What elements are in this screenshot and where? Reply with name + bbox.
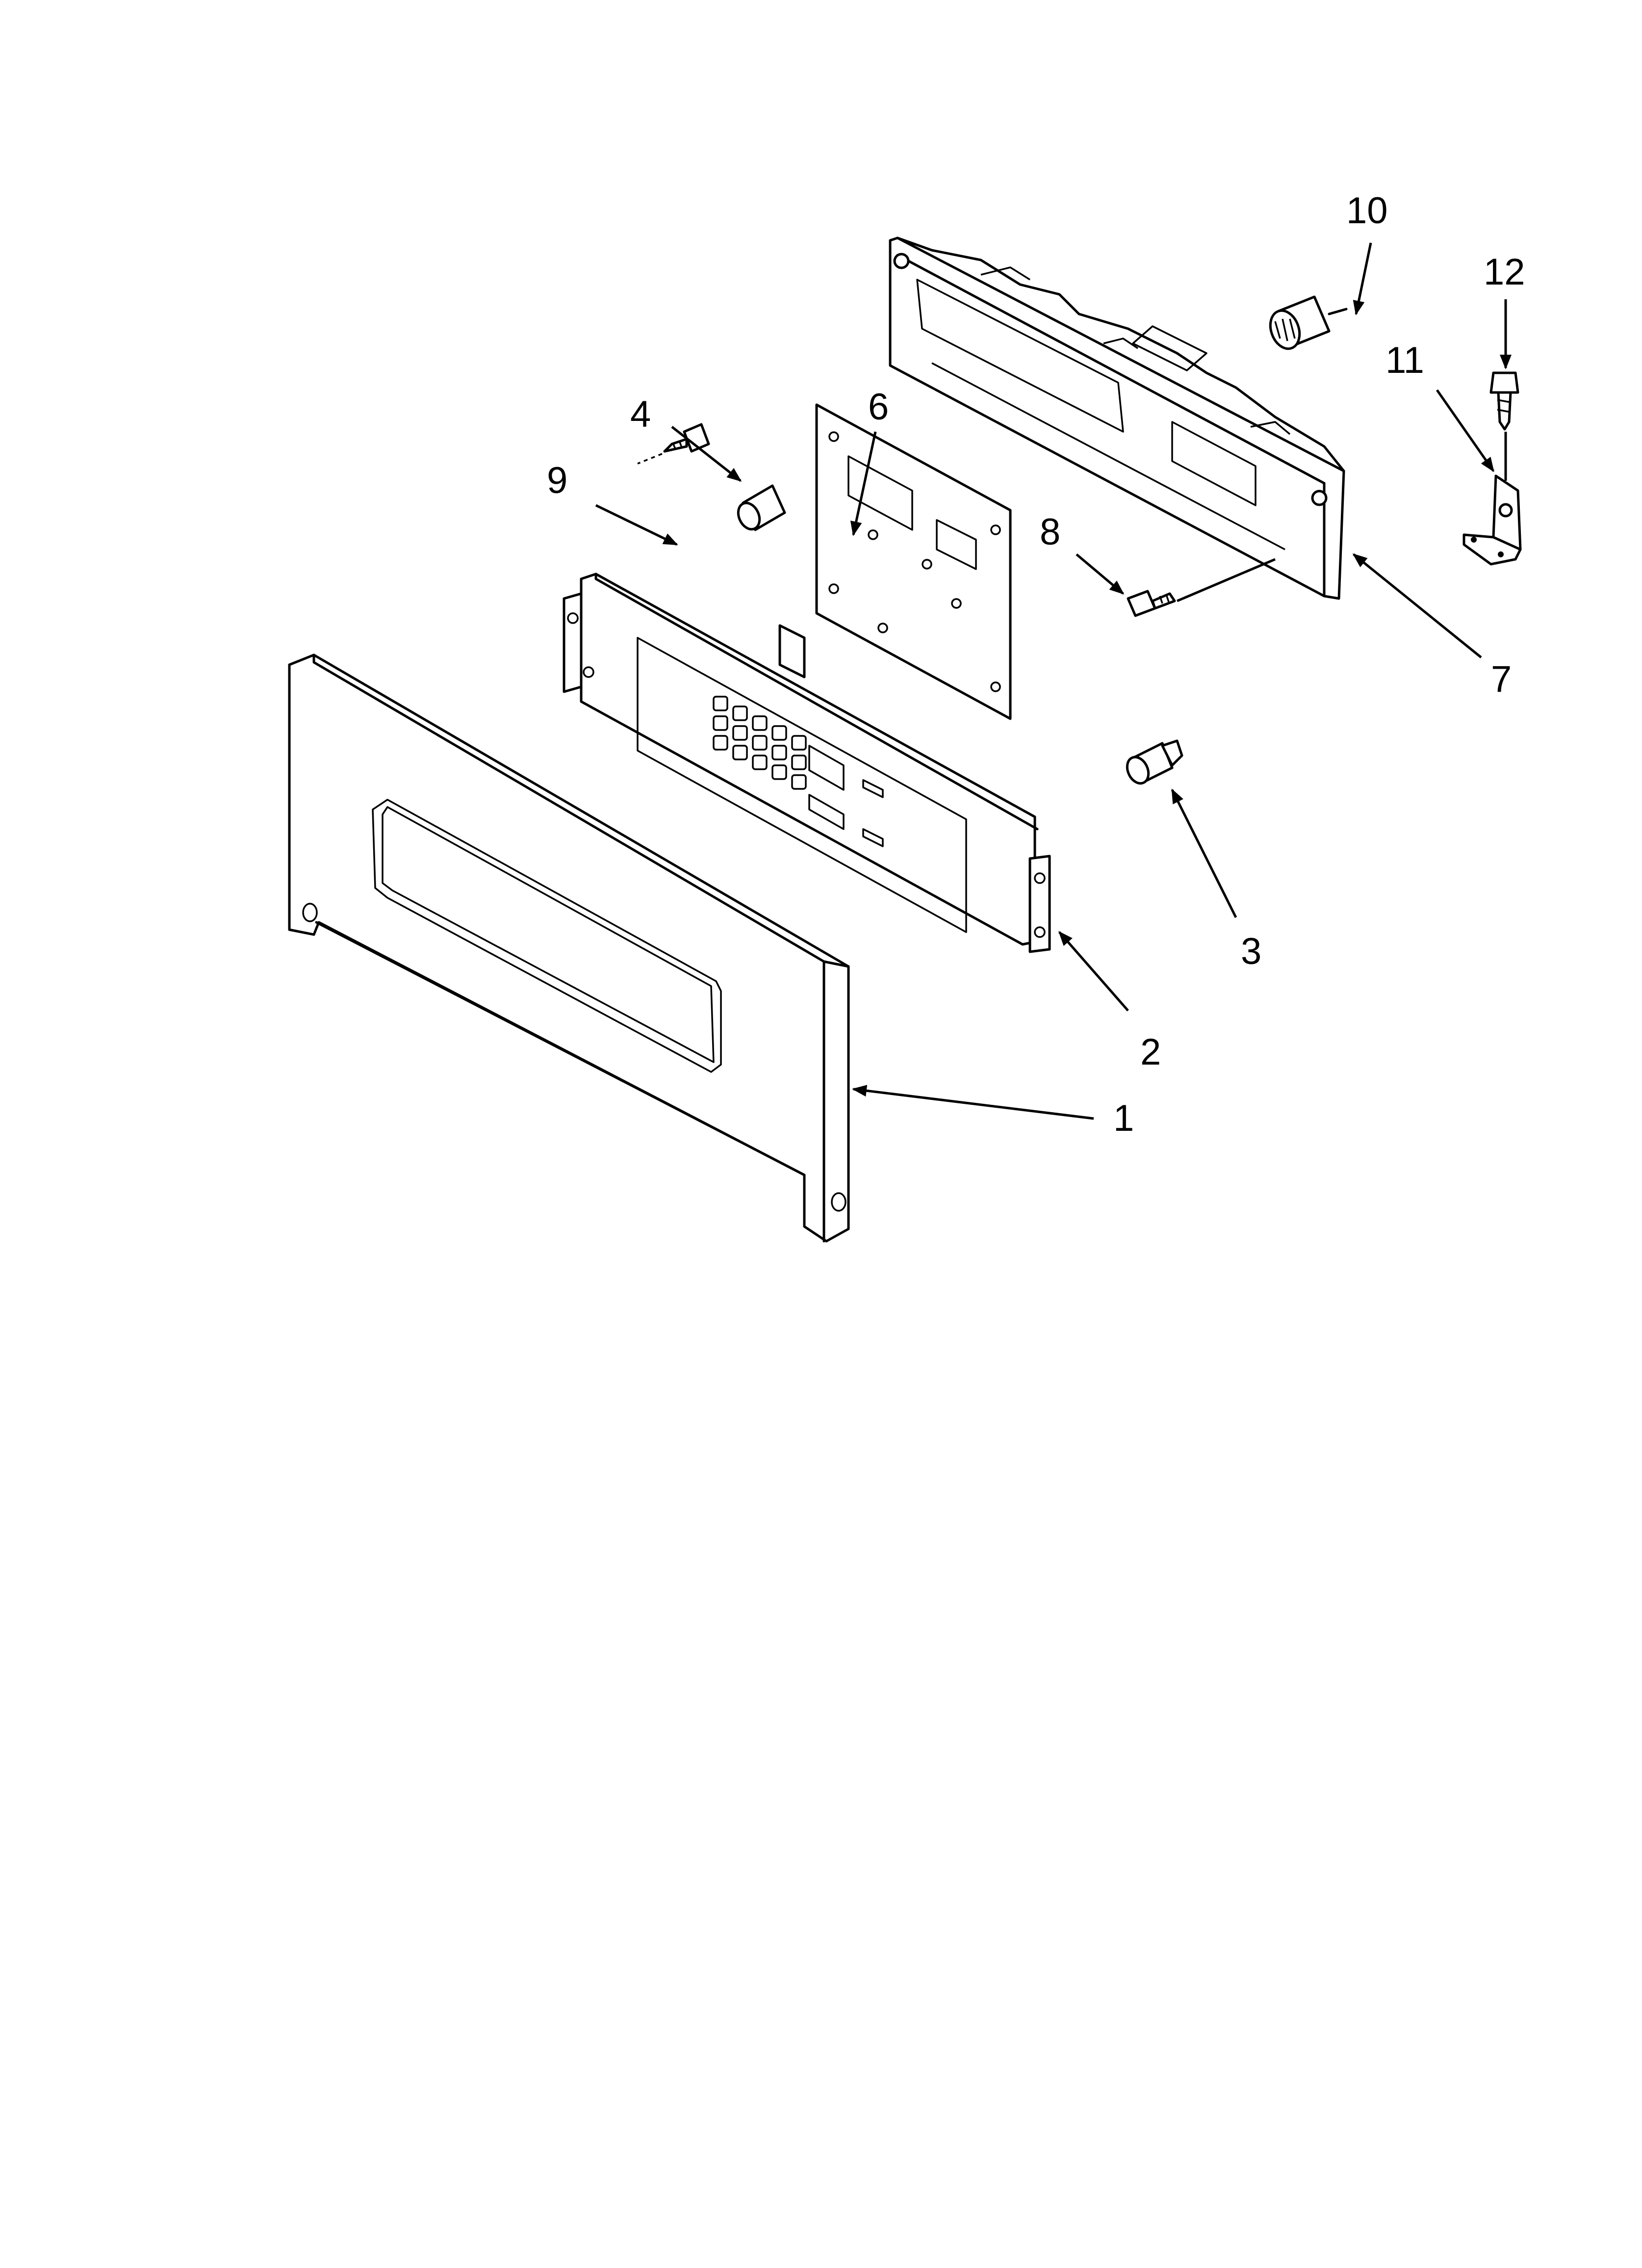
callout-11: 11: [1385, 339, 1424, 381]
leader-1: [852, 1085, 1094, 1120]
leader-7: [1352, 553, 1482, 658]
callout-10: 10: [1346, 190, 1388, 232]
callout-8: 8: [1040, 511, 1060, 553]
callout-6: 6: [868, 386, 889, 428]
screw-12-part: [1489, 371, 1519, 431]
control-housing-part: [889, 236, 1345, 600]
bracket-part: [1462, 474, 1522, 566]
leader-4: [671, 426, 742, 482]
callout-labels: 1 2 3 4 6 7 8 9 10 11 12: [547, 190, 1525, 1139]
leader-11: [1436, 389, 1495, 472]
keypad-buttons: [713, 696, 807, 790]
callout-1: 1: [1113, 1097, 1134, 1139]
callout-9: 9: [547, 460, 567, 501]
screw-9-part: [637, 423, 710, 465]
leader-10: [1353, 242, 1372, 315]
screw-8-part: [1127, 590, 1176, 617]
spacer-3-part: [1126, 739, 1183, 785]
leader-9: [595, 504, 678, 546]
control-panel-trim-part: [288, 653, 850, 1243]
callout-12: 12: [1484, 251, 1525, 293]
callout-2: 2: [1140, 1031, 1161, 1073]
leader-2: [1058, 931, 1129, 1012]
callout-4: 4: [630, 393, 651, 435]
connector-part: [1269, 295, 1348, 350]
spacer-4-part: [737, 484, 786, 531]
callout-3: 3: [1241, 931, 1261, 972]
leader-6: [850, 431, 877, 536]
leader-8-tail: [1177, 558, 1276, 602]
callout-7: 7: [1491, 658, 1512, 700]
leader-lines: [595, 242, 1512, 1120]
leader-3: [1171, 788, 1237, 918]
circuit-board-part: [815, 403, 1012, 720]
leader-8: [1076, 553, 1125, 595]
control-panel-part: [563, 573, 1051, 953]
